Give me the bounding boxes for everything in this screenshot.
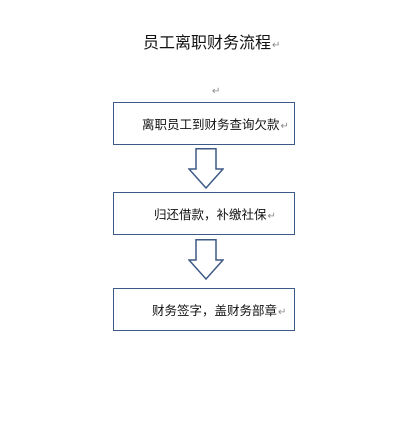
- down-arrow-icon: [188, 148, 224, 190]
- step-box-2: 归还借款，补缴社保↵: [113, 192, 295, 235]
- paragraph-mark-icon: ↵: [280, 121, 289, 132]
- paragraph-mark-icon: ↵: [267, 211, 276, 222]
- title-text: 员工离职财务流程: [143, 33, 272, 52]
- paragraph-mark-icon: ↵: [212, 86, 221, 97]
- step-box-1: 离职员工到财务查询欠款↵: [113, 102, 295, 145]
- paragraph-mark-icon: ↵: [272, 40, 281, 51]
- down-arrow-icon: [188, 239, 224, 281]
- step-label-3: 财务签字，盖财务部章: [152, 303, 278, 318]
- step-label-1: 离职员工到财务查询欠款: [142, 117, 280, 132]
- flowchart-title: 员工离职财务流程↵: [143, 33, 280, 56]
- paragraph-mark-icon: ↵: [278, 307, 287, 318]
- step-box-3: 财务签字，盖财务部章↵: [113, 288, 295, 331]
- step-label-2: 归还借款，补缴社保: [154, 207, 267, 222]
